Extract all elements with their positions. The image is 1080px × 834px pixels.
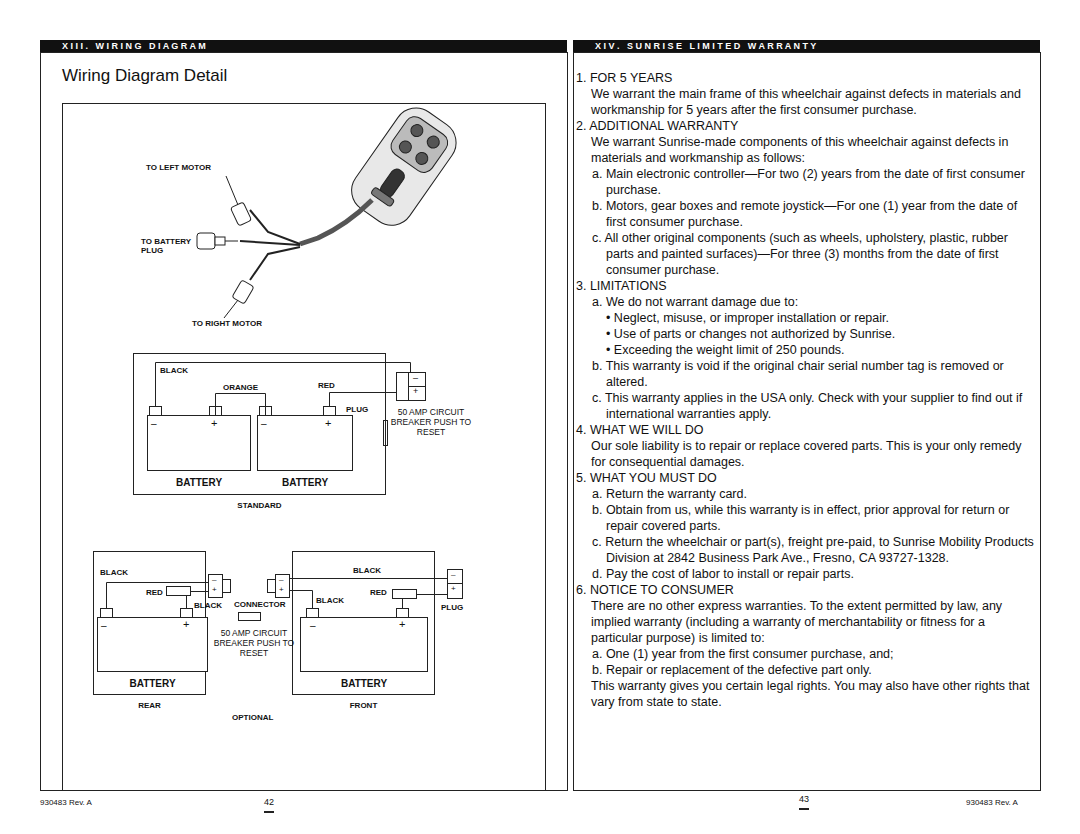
wire-label: BLACK — [194, 601, 222, 610]
warranty-text: c. Return the wheelchair or part(s), fre… — [576, 534, 1036, 566]
warranty-text: • Neglect, misuse, or improper installat… — [576, 310, 1036, 326]
warranty-text: This warranty gives you certain legal ri… — [576, 678, 1036, 710]
polarity-sign: – — [413, 373, 418, 383]
polarity-sign: + — [325, 417, 331, 430]
warranty-heading: 6. NOTICE TO CONSUMER — [576, 582, 1036, 598]
warranty-text: a. One (1) year from the first consumer … — [576, 646, 1036, 662]
polarity-sign: – — [212, 575, 216, 584]
page-footer: 43 — [799, 794, 809, 804]
warranty-text: b. This warranty is void if the original… — [576, 358, 1036, 390]
wire-label: ORANGE — [222, 383, 259, 392]
group-label: REAR — [74, 701, 225, 710]
page-footer: 930483 Rev. A — [40, 798, 92, 807]
polarity-sign: – — [101, 620, 107, 632]
warranty-text: Our sole liability is to repair or repla… — [576, 438, 1036, 470]
wire-label: TO LEFT MOTOR — [146, 163, 211, 172]
group-label: FRONT — [273, 701, 454, 710]
warranty-text: • Exceeding the weight limit of 250 poun… — [576, 342, 1036, 358]
warranty-text: We warrant the main frame of this wheelc… — [576, 86, 1036, 118]
warranty-text: a. Main electronic controller—For two (2… — [576, 166, 1036, 198]
wire-label: PLUG — [441, 603, 463, 612]
page-heading: Wiring Diagram Detail — [62, 66, 227, 86]
wire-label: RED — [370, 588, 387, 597]
section-title: X I I I . W I R I N G D I A G R A M — [62, 40, 206, 52]
warranty-heading: 4. WHAT WE WILL DO — [576, 422, 1036, 438]
group-label: STANDARD — [114, 501, 405, 510]
breaker-note: TO BATTERY PLUG — [141, 237, 197, 255]
polarity-sign: – — [151, 418, 157, 430]
polarity-sign: + — [399, 618, 405, 631]
polarity-sign: + — [413, 386, 418, 396]
section-title: X I V . S U N R I S E L I M I T E D W A … — [595, 40, 816, 52]
polarity-sign: + — [183, 618, 189, 631]
wire-label: OPTIONAL — [232, 713, 273, 722]
battery-box: BATTERY — [147, 415, 251, 471]
page-footer: 930483 Rev. A — [966, 798, 1018, 807]
polarity-sign: + — [211, 417, 217, 430]
warranty-text: c. This warranty applies in the USA only… — [576, 390, 1036, 422]
wire-label: RED — [146, 588, 163, 597]
warranty-text: a. Return the warranty card. — [576, 486, 1036, 502]
battery-box: BATTERY — [97, 617, 208, 672]
warranty-text: 1. FOR 5 YEARSWe warrant the main frame … — [576, 70, 1036, 710]
warranty-heading: 5. WHAT YOU MUST DO — [576, 470, 1036, 486]
polarity-sign: – — [451, 570, 455, 579]
wire-label: BLACK — [100, 568, 128, 577]
polarity-sign: – — [279, 575, 283, 584]
warranty-text: b. Motors, gear boxes and remote joystic… — [576, 198, 1036, 230]
breaker-note: 50 AMP CIRCUIT BREAKER PUSH TO RESET — [209, 629, 299, 658]
warranty-heading: 1. FOR 5 YEARS — [576, 70, 1036, 86]
warranty-text: We warrant Sunrise-made components of th… — [576, 134, 1036, 166]
header-band: X I V . S U N R I S E L I M I T E D W A … — [573, 40, 1040, 52]
warranty-text: • Use of parts or changes not authorized… — [576, 326, 1036, 342]
wire-label: TO RIGHT MOTOR — [192, 319, 262, 328]
warranty-text: a. We do not warrant damage due to: — [576, 294, 1036, 310]
warranty-text: d. Pay the cost of labor to install or r… — [576, 566, 1036, 582]
wire-label: RED — [318, 381, 335, 390]
wire-label: PLUG — [346, 405, 368, 414]
wire-label: BLACK — [160, 366, 188, 375]
polarity-sign: + — [451, 584, 456, 593]
battery-box: BATTERY — [300, 617, 428, 672]
wire-label: CONNECTOR — [234, 600, 285, 609]
warranty-heading: 2. ADDITIONAL WARRANTY — [576, 118, 1036, 134]
header-band: X I I I . W I R I N G D I A G R A M — [40, 40, 567, 52]
wire-label: BLACK — [316, 596, 344, 605]
warranty-text: b. Repair or replacement of the defectiv… — [576, 662, 1036, 678]
page-footer: 42 — [264, 797, 274, 807]
polarity-sign: + — [212, 585, 217, 594]
battery-link-wire — [216, 394, 266, 416]
polarity-sign: – — [261, 418, 267, 430]
battery-box: BATTERY — [257, 415, 353, 471]
warranty-text: c. All other original components (such a… — [576, 230, 1036, 278]
polarity-sign: + — [279, 585, 284, 594]
warranty-heading: 3. LIMITATIONS — [576, 278, 1036, 294]
breaker-note: 50 AMP CIRCUIT BREAKER PUSH TO RESET — [390, 408, 472, 437]
warranty-text: b. Obtain from us, while this warranty i… — [576, 502, 1036, 534]
polarity-sign: – — [310, 620, 316, 632]
warranty-text: There are no other express warranties. T… — [576, 598, 1036, 646]
wire-label: BLACK — [353, 566, 381, 575]
